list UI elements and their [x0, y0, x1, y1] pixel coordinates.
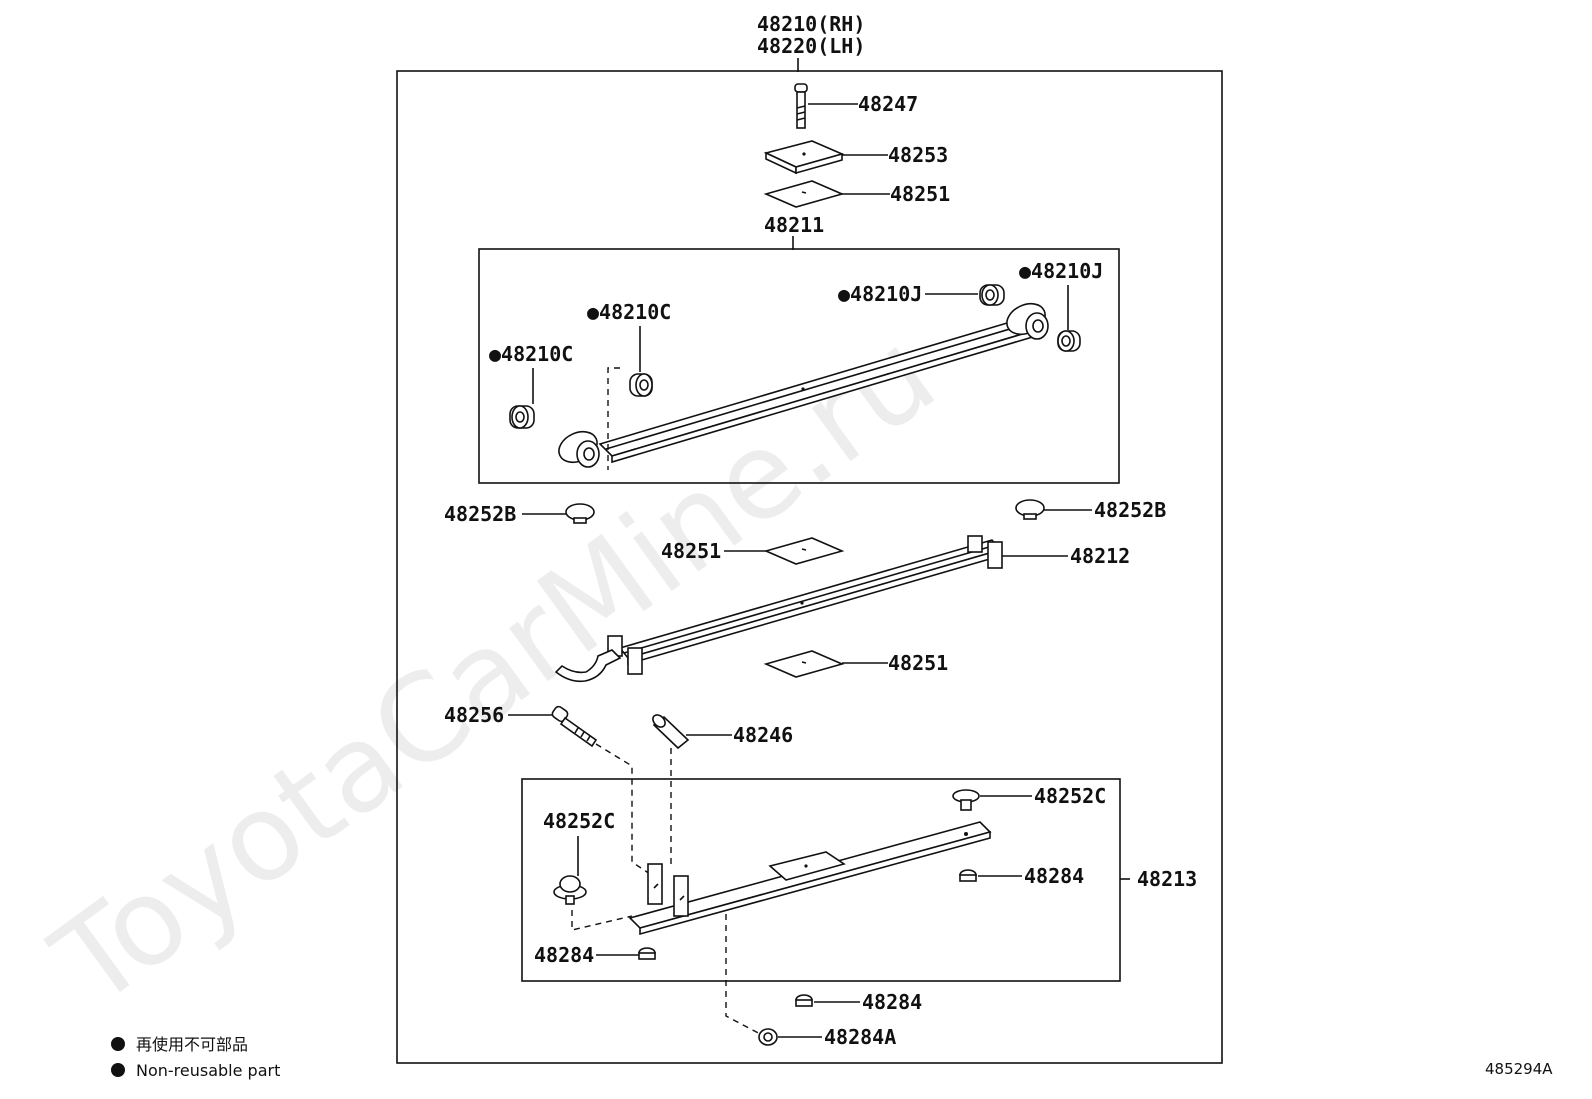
pin-48246[interactable]: [651, 713, 690, 750]
legend-dot-en: [111, 1063, 125, 1077]
assembly-frame: [396, 70, 1223, 1064]
label-48252B-right: 48252B: [1094, 498, 1166, 522]
insert-48251-low[interactable]: [763, 650, 845, 678]
label-48252C-right: 48252C: [1034, 784, 1106, 808]
label-48252B-left: 48252B: [444, 502, 516, 526]
label-48247: 48247: [858, 92, 918, 116]
label-48253: 48253: [888, 143, 948, 167]
label-48251-top: 48251: [890, 182, 950, 206]
label-48284-left: 48284: [534, 943, 594, 967]
leaf-spring-48213[interactable]: [628, 821, 992, 936]
insert-48251-top[interactable]: [763, 180, 845, 208]
label-48211: 48211: [764, 213, 824, 237]
legend-dot-jp: [111, 1037, 125, 1051]
label-48251-mid: 48251: [661, 539, 721, 563]
legend-jp: 再使用不可部品: [136, 1035, 248, 1054]
label-48256: 48256: [444, 703, 504, 727]
illustration-code: 485294A: [1485, 1060, 1553, 1078]
label-48212: 48212: [1070, 544, 1130, 568]
nut-48284-left[interactable]: [638, 947, 656, 960]
leaf-no3-group: [521, 778, 1121, 982]
bushing-48210C-upper[interactable]: [629, 373, 653, 397]
bushing-48210J-mid[interactable]: [979, 284, 1005, 306]
leaf-spring-48212[interactable]: [554, 535, 1003, 683]
label-48284-right: 48284: [1024, 864, 1084, 888]
bolt-48247[interactable]: [794, 83, 808, 129]
nut-48284-right[interactable]: [959, 869, 977, 882]
silencer-48252C-right[interactable]: [952, 789, 980, 811]
bolt-48256[interactable]: [551, 705, 598, 748]
label-48210C-lower: ●48210C: [489, 342, 573, 366]
label-48252C-left: 48252C: [543, 809, 615, 833]
label-48284A: 48284A: [824, 1025, 896, 1049]
silencer-48252B-right[interactable]: [1015, 499, 1045, 520]
legend-en: Non-reusable part: [136, 1061, 280, 1080]
label-48210C-upper: ●48210C: [587, 300, 671, 324]
leaf-spring-48211[interactable]: [554, 298, 1050, 468]
label-48210J-mid: ●48210J: [838, 282, 922, 306]
leaf-no1-group: [478, 248, 1120, 484]
bushing-48210C-lower[interactable]: [509, 405, 535, 429]
bushing-48210J-right[interactable]: [1057, 330, 1081, 352]
label-48213: 48213: [1137, 867, 1197, 891]
insert-48251-mid[interactable]: [763, 537, 845, 565]
label-48284-bottom: 48284: [862, 990, 922, 1014]
label-48210J-right: ●48210J: [1019, 259, 1103, 283]
header-rh-label: 48210(RH): [757, 12, 865, 36]
silencer-48252C-left[interactable]: [553, 875, 587, 905]
silencer-48252B-left[interactable]: [565, 503, 595, 524]
label-48251-low: 48251: [888, 651, 948, 675]
label-48246: 48246: [733, 723, 793, 747]
nut-48284-bottom[interactable]: [795, 994, 813, 1007]
nut-48284A[interactable]: [758, 1028, 778, 1046]
header-lh-label: 48220(LH): [757, 34, 865, 58]
plate-48253[interactable]: [763, 140, 845, 175]
